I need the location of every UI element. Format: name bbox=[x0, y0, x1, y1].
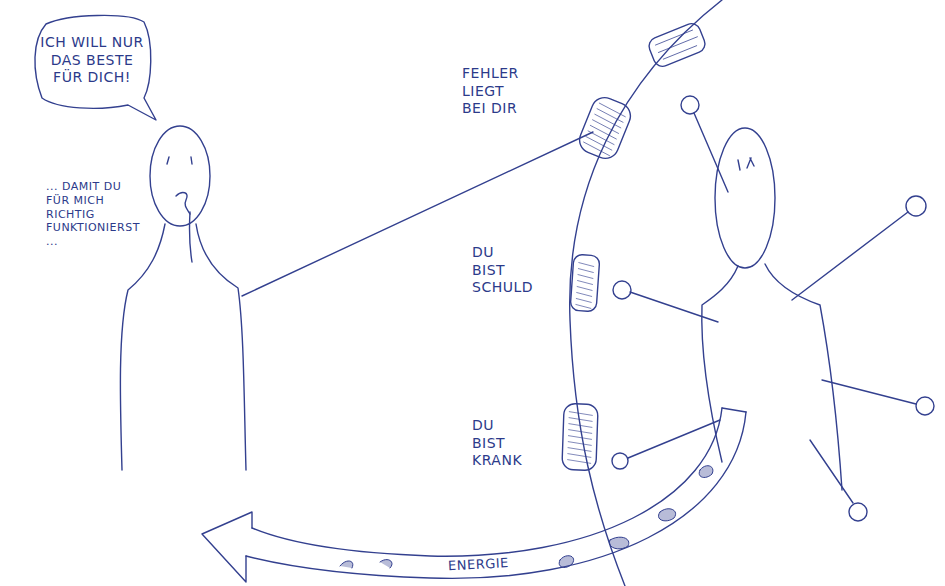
bubble-shape bbox=[35, 15, 156, 120]
wall-block bbox=[646, 21, 707, 69]
person-body-left bbox=[702, 266, 738, 462]
speech-bubble: ICH WILL NUR DAS BESTE FÜR DICH! bbox=[28, 12, 152, 108]
wall-block: DU BIST KRANK bbox=[472, 405, 607, 480]
connection-rays bbox=[612, 96, 934, 521]
person-neck-line bbox=[190, 212, 192, 262]
block-label: DU BIST SCHULD bbox=[472, 244, 522, 297]
person-eyes bbox=[738, 158, 754, 170]
person-body-right bbox=[765, 264, 842, 490]
person-body-right bbox=[196, 224, 246, 470]
person-body-left bbox=[120, 224, 165, 470]
block-label: FEHLER LIEGT BEI DIR bbox=[462, 65, 526, 118]
boundary-arc bbox=[570, 0, 722, 586]
wall-block: FEHLER LIEGT BEI DIR bbox=[462, 65, 632, 165]
person-head bbox=[150, 126, 210, 226]
person-mouth bbox=[176, 193, 190, 214]
note-text: ... DAMIT DU FÜR MICH RICHTIG FUNKTIONIE… bbox=[46, 180, 128, 249]
person-eyes bbox=[167, 157, 192, 164]
speech-text: ICH WILL NUR DAS BESTE FÜR DICH! bbox=[40, 34, 144, 87]
energy-arrow bbox=[202, 408, 746, 582]
block-shape bbox=[562, 403, 598, 470]
person-head bbox=[715, 128, 775, 268]
block-shape bbox=[570, 254, 600, 312]
leader-line bbox=[242, 132, 593, 296]
arrow-label: ENERGIE bbox=[448, 554, 539, 575]
block-shape bbox=[576, 94, 635, 163]
wall-block: DU BIST SCHULD bbox=[472, 240, 607, 315]
block-label: DU BIST KRANK bbox=[472, 417, 522, 470]
